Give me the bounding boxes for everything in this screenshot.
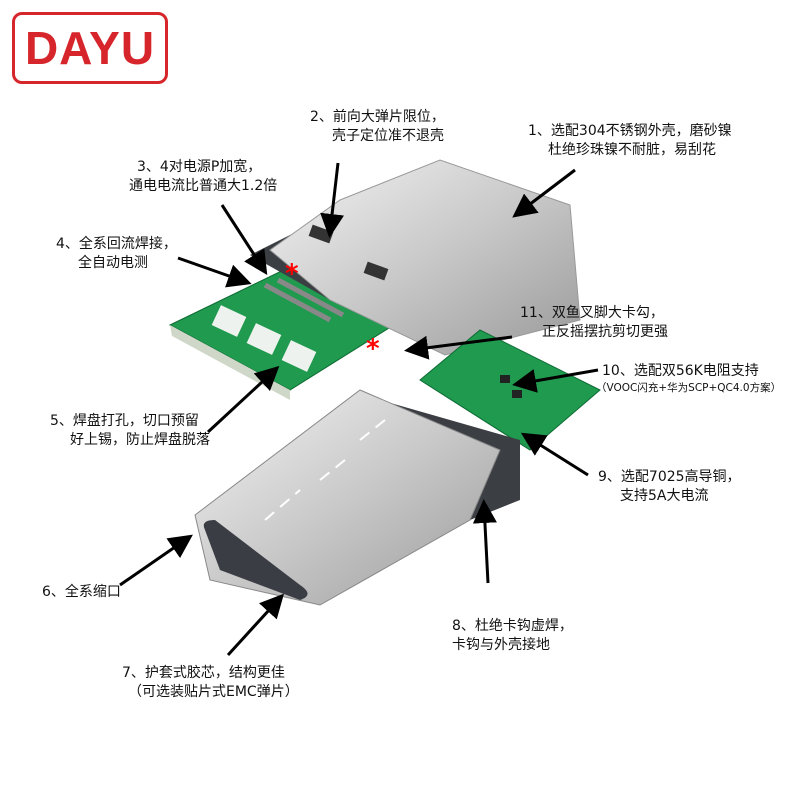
annotation-line: 支持5A大电流 [620,488,709,504]
annotation-9: 9、选配7025高导铜， 支持5A大电流 [598,468,741,506]
annotation-line: 3、4对电源P加宽， [137,159,262,175]
annotation-line: 壳子定位准不退壳 [332,128,444,144]
annotation-line: 9、选配7025高导铜， [598,469,741,485]
annotation-4: 4、全系回流焊接， 全自动电测 [56,235,177,273]
annotation-5: 5、焊盘打孔，切口预留好上锡，防止焊盘脱落 [50,412,210,450]
annotation-line: 6、全系缩口 [42,584,121,600]
annotation-10: 10、选配双56K电阻支持 （VOOC闪充+华为SCP+QC4.0方案） [596,362,781,395]
callout-arrows [119,162,599,657]
annotation-line: 1、选配304不锈钢外壳，磨砂镍 [528,123,732,139]
annotation-line: 正反摇摆抗剪切更强 [542,324,668,340]
red-asterisk-marker: * [285,259,299,289]
bottom-connector [194,329,601,606]
annotation-7: 7、护套式胶芯，结构更佳 （可选装贴片式EMC弹片） [122,664,299,702]
bottom-pcb [419,329,601,451]
annotation-2: 2、前向大弹片限位， 壳子定位准不退壳 [310,108,445,146]
annotation-8: 8、杜绝卡钩虚焊， 卡钩与外壳接地 [452,617,573,655]
annotation-line: 全自动电测 [78,255,148,271]
bottom-shell [194,389,501,606]
annotation-line: 7、护套式胶芯，结构更佳 [122,665,285,681]
port-opening [203,520,308,600]
annotation-line: 杜绝珍珠镍不耐脏，易刮花 [548,142,716,158]
annotation-line: 通电电流比普通大1.2倍 [129,178,278,194]
annotation-line: 卡钩与外壳接地 [452,637,550,653]
logo-text: DAYU [24,22,156,74]
annotation-line: 10、选配双56K电阻支持 [602,363,759,379]
annotation-1: 1、选配304不锈钢外壳，磨砂镍杜绝珍珠镍不耐脏，易刮花 [528,122,732,160]
top-shell [269,159,581,356]
annotation-line: （VOOC闪充+华为SCP+QC4.0方案） [596,382,782,394]
annotation-line: 好上锡，防止焊盘脱落 [70,432,210,448]
red-asterisk-marker: * [366,334,380,364]
annotation-line: 5、焊盘打孔，切口预留 [50,413,199,429]
annotation-11: 11、双鱼叉脚大卡勾， 正反摇摆抗剪切更强 [520,304,668,342]
dayu-logo: DAYU [12,12,168,84]
annotation-line: 11、双鱼叉脚大卡勾， [520,305,664,321]
annotation-line: 4、全系回流焊接， [56,236,177,252]
annotation-line: 8、杜绝卡钩虚焊， [452,618,573,634]
top-connector [168,159,581,400]
annotation-3: 3、4对电源P加宽， 通电电流比普通大1.2倍 [129,158,277,196]
annotation-line: 2、前向大弹片限位， [310,109,445,125]
annotation-line: （可选装贴片式EMC弹片） [128,684,299,700]
annotation-6: 6、全系缩口 [42,583,121,602]
